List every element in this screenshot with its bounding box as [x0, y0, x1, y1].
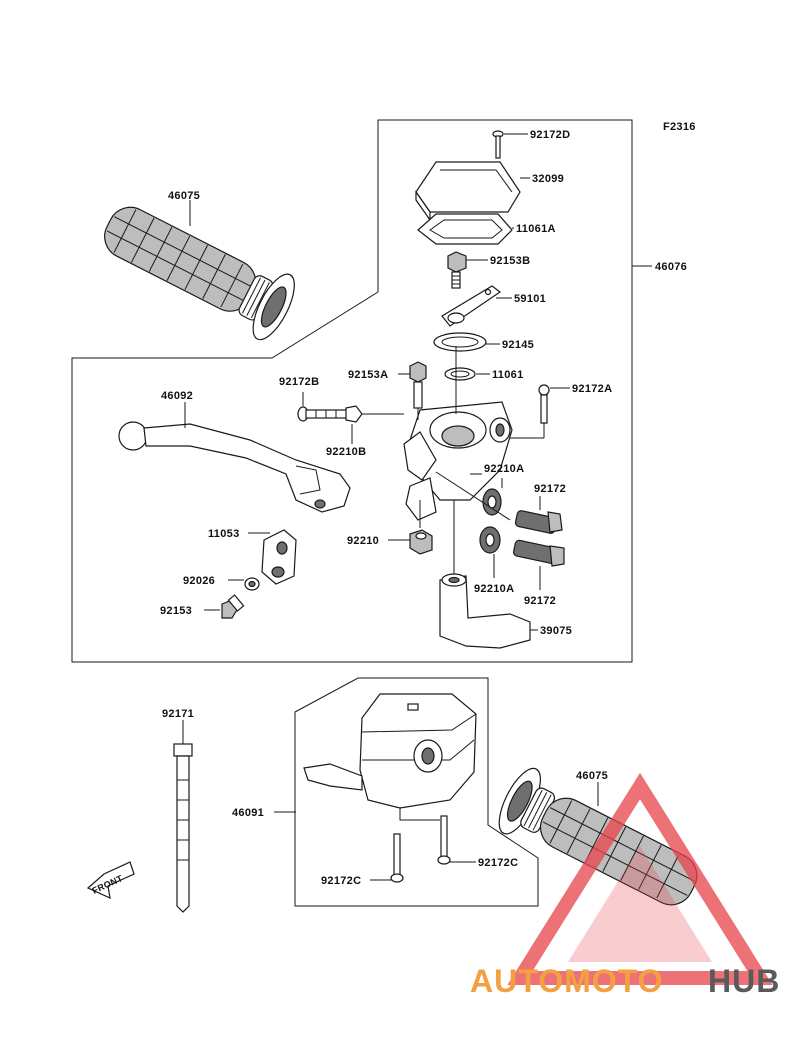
oring-11061: [444, 367, 476, 381]
screw-92172D: [492, 130, 504, 159]
assembly-frames: [71, 119, 633, 907]
brake-lever-46092: [118, 421, 351, 513]
label-92153B: 92153B: [490, 255, 530, 267]
switch-housing-46091: [303, 693, 477, 821]
label-92171: 92171: [162, 708, 194, 720]
label-92172C-left: 92172C: [321, 875, 361, 887]
screw-92172C-right: [437, 815, 451, 865]
bolt-92153A: [409, 361, 427, 409]
label-32099: 32099: [532, 173, 564, 185]
plate-59101: [441, 285, 502, 327]
label-92153A: 92153A: [348, 369, 388, 381]
reservoir-cover-32099: [415, 161, 521, 222]
label-46076: 46076: [655, 261, 687, 273]
label-39075: 39075: [540, 625, 572, 637]
screw-92172C-left: [390, 833, 404, 883]
label-11061: 11061: [492, 369, 523, 381]
washer-92210A-bottom: [479, 526, 501, 554]
label-92172D: 92172D: [530, 129, 570, 141]
diaphragm-11061A: [417, 213, 513, 245]
label-11053: 11053: [208, 528, 239, 540]
label-92210B: 92210B: [326, 446, 366, 458]
banjo-bolt-92172-bottom: [512, 539, 565, 567]
label-59101: 59101: [514, 293, 546, 305]
label-46092: 46092: [161, 390, 193, 402]
washer-92210A-top: [482, 488, 502, 516]
label-92026: 92026: [183, 575, 215, 587]
switch-39075: [439, 573, 531, 649]
label-92172A: 92172A: [572, 383, 612, 395]
bolt-92153B: [447, 251, 467, 289]
label-11061A: 11061A: [516, 223, 556, 235]
watermark-logo: [507, 772, 773, 985]
front-arrow: FRONT: [86, 861, 135, 900]
grip-top: [104, 206, 295, 341]
label-92210A-bottom: 92210A: [474, 583, 514, 595]
spring-92145: [433, 332, 487, 352]
watermark-text-2: HUB: [708, 963, 780, 999]
pivot-11053: [261, 529, 297, 585]
label-92210A-top: 92210A: [484, 463, 524, 475]
bolt-92153: [221, 594, 245, 619]
label-46075-top: 46075: [168, 190, 200, 202]
figure-code: F2316: [663, 121, 696, 133]
label-92210: 92210: [347, 535, 379, 547]
nut-92210B: [345, 405, 363, 423]
screw-92172A: [538, 384, 550, 424]
bolt-92172B: [297, 406, 349, 422]
label-92172-bottom: 92172: [524, 595, 556, 607]
bushing-92026: [244, 577, 260, 591]
label-92153: 92153: [160, 605, 192, 617]
master-cylinder-body: [403, 401, 513, 521]
label-46091: 46091: [232, 807, 264, 819]
label-46075-bottom: 46075: [576, 770, 608, 782]
nut-92210: [409, 529, 433, 555]
cable-tie-92171: [173, 743, 193, 913]
label-92172B: 92172B: [279, 376, 319, 388]
label-92145: 92145: [502, 339, 534, 351]
label-92172C-right: 92172C: [478, 857, 518, 869]
watermark-text-1: AUTOMOTO: [470, 963, 663, 999]
label-92172-top: 92172: [534, 483, 566, 495]
banjo-bolt-92172-top: [514, 510, 563, 534]
